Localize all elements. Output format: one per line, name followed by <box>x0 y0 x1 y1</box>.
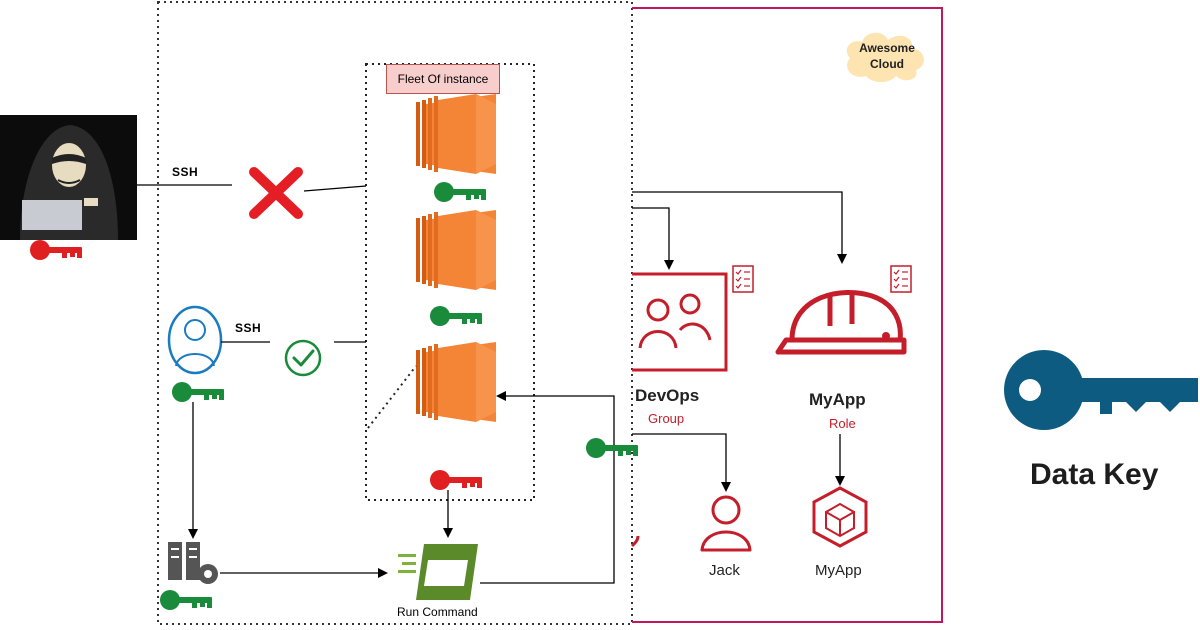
hacker-red-key-icon <box>30 240 82 260</box>
awesome-cloud-label: Awesome Cloud <box>843 40 931 72</box>
ssh-label-top: SSH <box>172 165 199 179</box>
iam-user-icon <box>700 495 752 552</box>
user-avatar-icon <box>167 305 223 375</box>
hacker-photo <box>0 115 137 240</box>
iam-role-helmet-icon <box>775 289 907 355</box>
dotted-link-line <box>367 365 417 429</box>
boundary-green-key-icon <box>586 438 638 458</box>
myapp-app-label: MyApp <box>815 562 862 579</box>
policy-checklist-icon <box>890 265 912 293</box>
admin-green-key-icon <box>172 382 224 402</box>
deny-to-fleet-line <box>303 185 367 192</box>
myapp-role-name-label: MyApp <box>809 390 866 409</box>
to-myapp-role-arrow <box>632 191 847 264</box>
run-command-icon <box>398 544 478 600</box>
red-x-icon <box>249 167 303 219</box>
aws-account-boundary <box>632 7 943 623</box>
green-check-icon <box>284 339 322 377</box>
server-green-key-icon <box>160 590 212 610</box>
devops-type-label: Group <box>648 411 685 426</box>
run-command-loop-arrow <box>480 391 615 584</box>
fleet-title-label: Fleet Of instance <box>386 64 500 94</box>
jack-user-label: Jack <box>709 562 740 579</box>
ssh-label-mid: SSH <box>235 321 262 335</box>
instance-green-key-icon <box>430 306 482 326</box>
awesome-cloud-line1: Awesome <box>859 41 915 55</box>
devops-to-jack-arrow <box>632 433 731 492</box>
server-gear-icon <box>168 542 218 584</box>
run-command-label: Run Command <box>397 605 478 619</box>
awesome-cloud-badge <box>846 32 924 82</box>
instance-green-key-icon <box>434 182 486 202</box>
cube-app-icon <box>812 486 868 548</box>
data-key-label: Data Key <box>1030 458 1159 491</box>
vpc-dotted-boundary <box>157 1 633 625</box>
ec2-instance-icon <box>416 342 496 422</box>
ec2-instance-icon <box>416 210 496 290</box>
policy-checklist-icon <box>732 265 754 293</box>
ec2-instance-icon <box>416 94 496 174</box>
myapp-role-type-label: Role <box>829 416 856 431</box>
instance-red-key-icon <box>430 470 482 490</box>
to-devops-group-arrow <box>632 207 674 270</box>
partial-icon <box>630 535 640 548</box>
iam-group-icon <box>632 272 728 372</box>
devops-name-label: DevOps <box>635 386 700 405</box>
data-key-icon <box>1004 350 1198 430</box>
awesome-cloud-line2: Cloud <box>870 57 904 71</box>
